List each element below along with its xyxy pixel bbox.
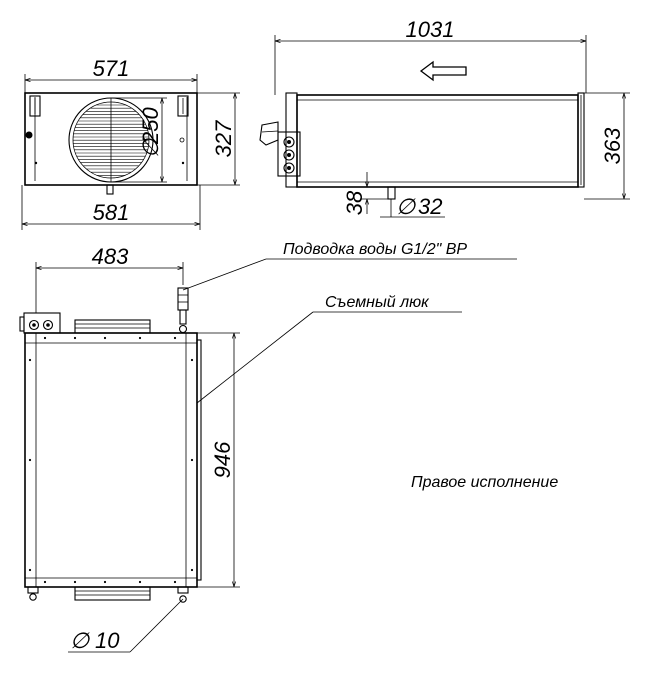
screw-icon bbox=[43, 580, 47, 584]
screw-icon bbox=[28, 358, 32, 362]
screw-icon bbox=[73, 580, 77, 584]
dim-front-width-bottom: 581 bbox=[93, 200, 130, 225]
dim-fan-diameter: 250 bbox=[138, 107, 163, 145]
plan-bottom-flange bbox=[74, 586, 151, 601]
screw-icon bbox=[190, 358, 194, 362]
label-service-hatch: Съемный люк bbox=[325, 294, 430, 311]
screw-icon bbox=[138, 336, 142, 340]
dim-plan-width: 483 bbox=[92, 244, 129, 269]
dim-front-width-top: 571 bbox=[93, 56, 130, 81]
screw-icon bbox=[73, 336, 77, 340]
front-view: 571 581 327 ∅ 250 bbox=[21, 56, 240, 230]
water-connection-block bbox=[259, 121, 301, 177]
plan-top-flange bbox=[74, 319, 151, 334]
plan-water-fitting bbox=[177, 287, 189, 334]
screw-icon bbox=[28, 568, 32, 572]
mount-hole-icon bbox=[179, 595, 187, 603]
screw-icon bbox=[28, 458, 32, 462]
dim-plan-length: 946 bbox=[210, 441, 235, 478]
bracket-icon bbox=[29, 95, 189, 117]
screw-icon bbox=[103, 336, 107, 340]
plan-view: 483 946 Подводка воды G1/2" ВР Съемный л… bbox=[19, 241, 517, 653]
drain-pipe bbox=[106, 184, 114, 195]
screw-icon bbox=[138, 580, 142, 584]
plan-connection-block bbox=[19, 312, 61, 334]
dim-side-length: 1031 bbox=[406, 17, 455, 42]
mount-hole-icon bbox=[29, 593, 37, 601]
screw-icon bbox=[190, 458, 194, 462]
screw-icon bbox=[173, 580, 177, 584]
dim-mount-hole-diameter: 10 bbox=[95, 628, 120, 653]
dim-front-height: 327 bbox=[211, 120, 236, 157]
side-view-body bbox=[296, 94, 579, 188]
side-view: 1031 363 38 ∅ 32 bbox=[259, 17, 630, 219]
dim-mount-hole-diameter-symbol: ∅ bbox=[70, 628, 90, 653]
screw-icon bbox=[43, 336, 47, 340]
screw-icon bbox=[190, 568, 194, 572]
screw-icon bbox=[103, 580, 107, 584]
drain-pipe bbox=[387, 186, 396, 200]
dim-drain-diameter: 32 bbox=[418, 194, 442, 219]
dim-drain-diameter-symbol: ∅ bbox=[396, 194, 416, 219]
screw-icon bbox=[173, 336, 177, 340]
label-water-connection: Подводка воды G1/2" ВР bbox=[283, 241, 467, 258]
dim-fan-diameter-symbol: ∅ bbox=[138, 138, 163, 158]
dim-side-height: 363 bbox=[600, 127, 625, 164]
plan-view-body bbox=[24, 332, 198, 588]
label-variant: Правое исполнение bbox=[411, 474, 558, 491]
dim-drain-offset: 38 bbox=[342, 190, 367, 215]
airflow-arrow-icon bbox=[419, 60, 467, 82]
